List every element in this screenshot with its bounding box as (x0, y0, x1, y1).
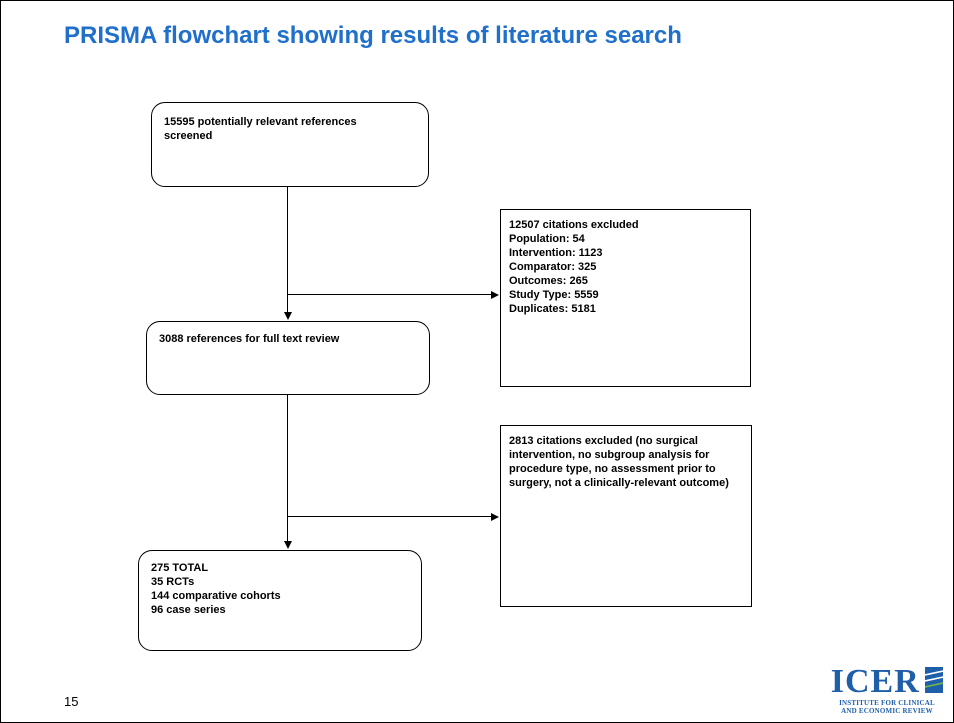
full-text-text: 3088 references for full text review (159, 333, 340, 345)
arrow-to-full-text (284, 312, 292, 320)
connector-vertical-2 (287, 395, 288, 542)
screened-box: 15595 potentially relevant references sc… (151, 102, 429, 187)
included-case-series: 96 case series (151, 604, 226, 616)
excluded-box-2: 2813 citations excluded (no surgical int… (500, 425, 752, 607)
slide-title: PRISMA flowchart showing results of lite… (64, 22, 682, 49)
excluded-1-reason: Population: 54 (509, 233, 585, 245)
icer-logo-subtitle-1: INSTITUTE FOR CLINICAL (839, 699, 935, 707)
screened-text: 15595 potentially relevant references sc… (164, 116, 357, 142)
excluded-1-reason: Outcomes: 265 (509, 275, 588, 287)
excluded-box-1: 12507 citations excluded Population: 54 … (500, 209, 751, 387)
arrow-to-excluded-2 (491, 513, 499, 521)
included-total: 275 TOTAL (151, 562, 209, 574)
flag-icon (925, 667, 944, 693)
included-box: 275 TOTAL 35 RCTs 144 comparative cohort… (138, 550, 422, 651)
excluded-1-reason: Intervention: 1123 (509, 247, 603, 259)
included-rcts: 35 RCTs (151, 576, 195, 588)
icer-logo: ICER INSTITUTE FOR CLINICAL AND ECONOMIC… (828, 665, 946, 715)
excluded-1-reason: Comparator: 325 (509, 261, 597, 273)
icer-logo-subtitle-2: AND ECONOMIC REVIEW (841, 707, 933, 715)
connector-branch-1 (288, 294, 492, 295)
excluded-1-reason: Study Type: 5559 (509, 289, 599, 301)
excluded-2-text: 2813 citations excluded (no surgical int… (509, 435, 729, 489)
excluded-1-reason: Duplicates: 5181 (509, 303, 596, 315)
arrow-to-included (284, 541, 292, 549)
full-text-box: 3088 references for full text review (146, 321, 430, 395)
icer-logo-wordmark: ICER (830, 663, 920, 700)
connector-branch-2 (288, 516, 492, 517)
excluded-1-heading: 12507 citations excluded (509, 219, 639, 231)
page-number: 15 (64, 694, 79, 709)
connector-vertical-1 (287, 187, 288, 313)
arrow-to-excluded-1 (491, 291, 499, 299)
included-cohorts: 144 comparative cohorts (151, 590, 281, 602)
